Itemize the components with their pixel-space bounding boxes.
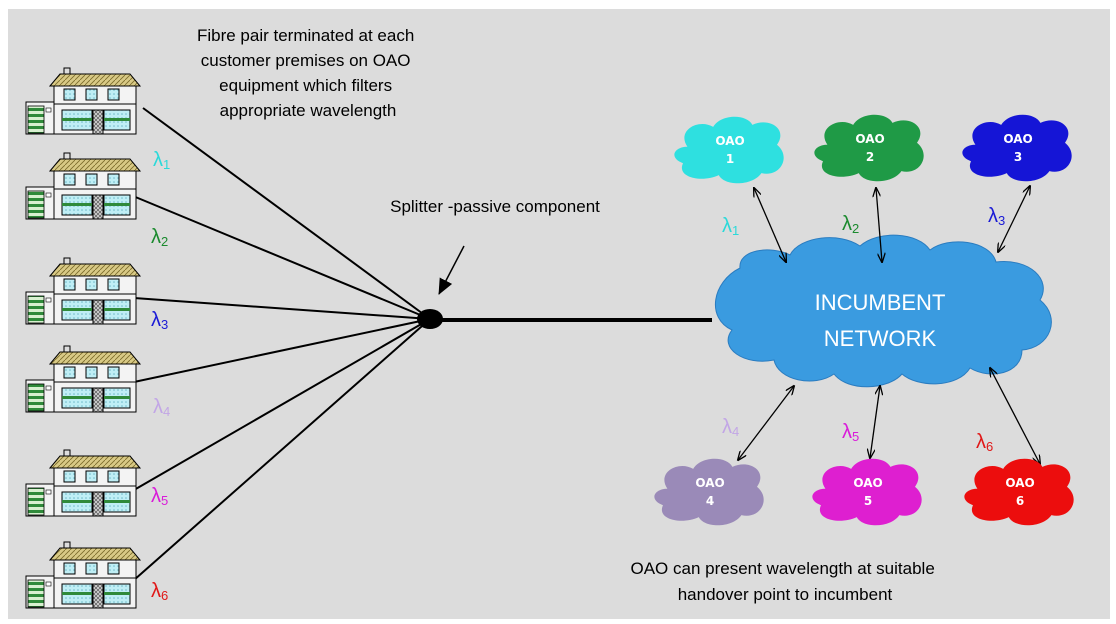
house [25,449,142,517]
splitter-node [417,309,443,329]
oao-cloud-number: 3 [1014,150,1022,164]
oao-cloud-shape [812,458,922,526]
handover-caption: OAO can present wavelength at suitable h… [630,559,939,604]
oao-link-arrow [998,186,1030,252]
oao-cloud-number: 2 [866,150,874,164]
fibre-line [133,318,431,581]
fibre-line [132,195,431,320]
oao-cloud: OAO 6 [964,458,1074,526]
lambda-symbol: λ [153,149,163,171]
oao-cloud: OAO 5 [812,458,922,526]
fibre-lines [132,107,431,581]
oao-cloud: OAO 4 [654,458,764,526]
oao-cloud-shape [814,114,924,182]
oao-wavelength-label: λ6 [976,431,993,454]
oao-cloud-shape [964,458,1074,526]
house-wavelength-label: λ2 [151,226,168,249]
oao-cloud-number: 6 [1016,494,1024,508]
incumbent-network-cloud: INCUMBENT NETWORK [715,234,1052,388]
house [25,345,142,413]
fibre-caption: Fibre pair terminated at each customer p… [197,26,419,120]
oao-wavelength-label: λ4 [722,416,739,439]
lambda-symbol: λ [151,485,161,507]
oao-cloud-name: OAO [855,132,884,146]
oao-cloud-shape [674,116,784,184]
oao-cloud-number: 4 [706,494,714,508]
house-wavelength-label: λ3 [151,309,168,332]
oao-link-arrow [754,188,786,262]
lambda-subscript: 1 [163,157,170,172]
oao-wavelength-label: λ5 [842,421,859,444]
lambda-symbol: λ [151,226,161,248]
house-wavelength-label: λ6 [151,580,168,603]
lambda-subscript: 4 [163,404,170,419]
lambda-symbol: λ [842,421,852,443]
lambda-subscript: 2 [852,221,859,236]
house [25,152,142,220]
house [25,541,142,609]
oao-cloud-name: OAO [853,476,882,490]
oao-cloud-shape [962,114,1072,182]
oao-cloud: OAO 1 [674,116,784,184]
fibre-line [133,318,431,491]
oao-cloud-name: OAO [715,134,744,148]
lambda-subscript: 1 [732,223,739,238]
lambda-subscript: 4 [732,424,739,439]
lambda-symbol: λ [151,580,161,602]
house [25,257,142,325]
house-wavelength-label: λ5 [151,485,168,508]
incumbent-label-line2: NETWORK [824,326,937,351]
oao-link-arrow [738,386,794,460]
oao-wavelength-label: λ3 [988,205,1005,228]
fibre-line [133,297,431,320]
oao-cloud: OAO 2 [814,114,924,182]
fibre-line [142,107,431,320]
lambda-symbol: λ [722,416,732,438]
lambda-subscript: 3 [998,213,1005,228]
oao-wavelength-label: λ1 [722,215,739,238]
splitter-pointer-arrow [438,245,465,295]
lambda-symbol: λ [842,213,852,235]
lambda-symbol: λ [153,396,163,418]
lambda-subscript: 6 [986,439,993,454]
oao-cloud-number: 5 [864,494,872,508]
lambda-subscript: 5 [161,493,168,508]
house-wavelength-label: λ1 [153,149,170,172]
oao-cloud-name: OAO [1005,476,1034,490]
lambda-symbol: λ [976,431,986,453]
lambda-symbol: λ [722,215,732,237]
oao-link-arrow [876,188,882,262]
lambda-symbol: λ [988,205,998,227]
lambda-subscript: 6 [161,588,168,603]
oao-cloud-name: OAO [1003,132,1032,146]
lambda-symbol: λ [151,309,161,331]
lambda-subscript: 2 [161,234,168,249]
lambda-subscript: 3 [161,317,168,332]
fibre-line [133,318,431,383]
oao-cloud-number: 1 [726,152,734,166]
house [25,67,142,135]
oao-link-arrow [870,386,880,458]
house-wavelength-label: λ4 [153,396,170,419]
oao-cloud-name: OAO [695,476,724,490]
lambda-subscript: 5 [852,429,859,444]
oao-cloud-shape [654,458,764,526]
splitter-caption: Splitter -passive component [390,197,600,216]
oao-cloud: OAO 3 [962,114,1072,182]
oao-link-arrow [990,368,1040,464]
oao-wavelength-label: λ2 [842,213,859,236]
incumbent-label-line1: INCUMBENT [815,290,946,315]
